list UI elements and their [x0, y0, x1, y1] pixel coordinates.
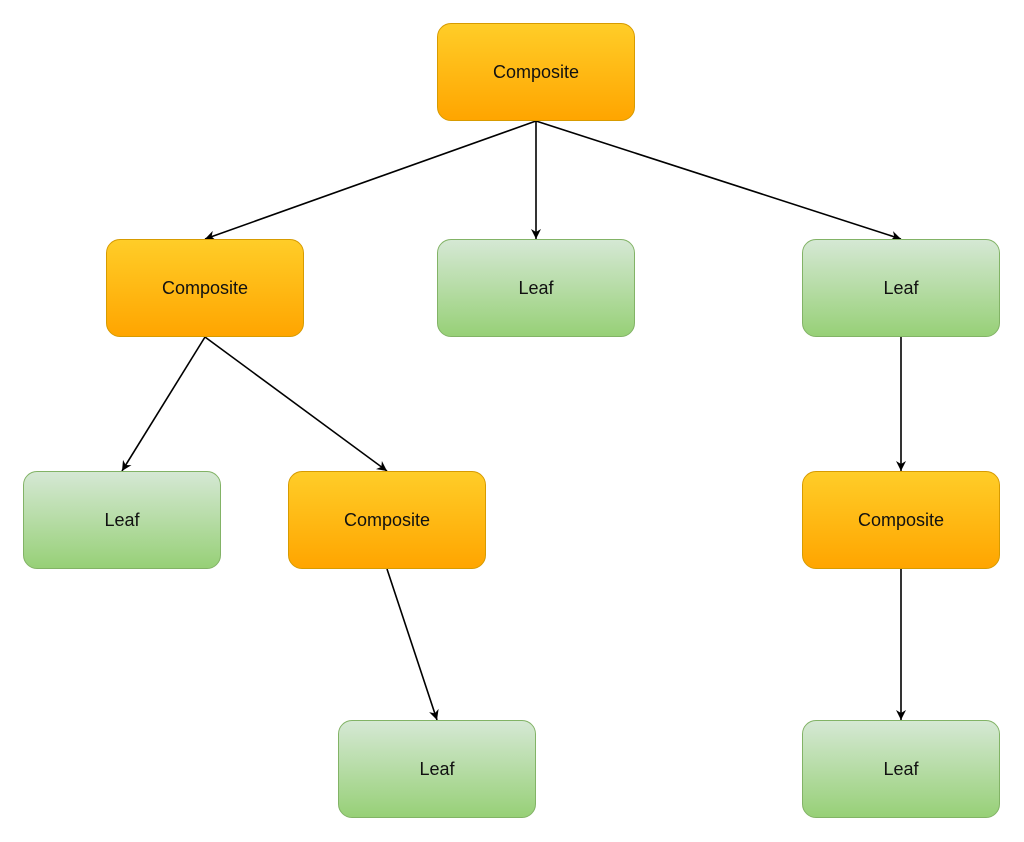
node-label: Leaf [883, 758, 919, 779]
node-leaf-bottom-right[interactable]: Leaf [802, 720, 1000, 818]
node-leaf-right[interactable]: Leaf [802, 239, 1000, 337]
node-label: Composite [857, 509, 945, 530]
node-label: Leaf [419, 758, 455, 779]
edge-arrow-n1-n2 [204, 120, 537, 241]
node-composite-left-right[interactable]: Composite [288, 471, 486, 569]
node-label: Composite [343, 509, 431, 530]
edge-arrow-n6-n8 [386, 568, 439, 721]
node-composite-root[interactable]: Composite [437, 23, 635, 121]
node-leaf-bottom-left[interactable]: Leaf [338, 720, 536, 818]
edge-arrow-n2-n6 [204, 336, 388, 472]
node-leaf-left-left[interactable]: Leaf [23, 471, 221, 569]
edge-arrow-n2-n5 [121, 336, 206, 472]
node-label: Leaf [104, 509, 140, 530]
node-leaf-center[interactable]: Leaf [437, 239, 635, 337]
node-label: Composite [492, 61, 580, 82]
node-composite-right-child[interactable]: Composite [802, 471, 1000, 569]
node-label: Leaf [518, 277, 554, 298]
node-label: Leaf [883, 277, 919, 298]
node-composite-left[interactable]: Composite [106, 239, 304, 337]
node-label: Composite [161, 277, 249, 298]
edge-arrow-n1-n4 [535, 120, 902, 241]
